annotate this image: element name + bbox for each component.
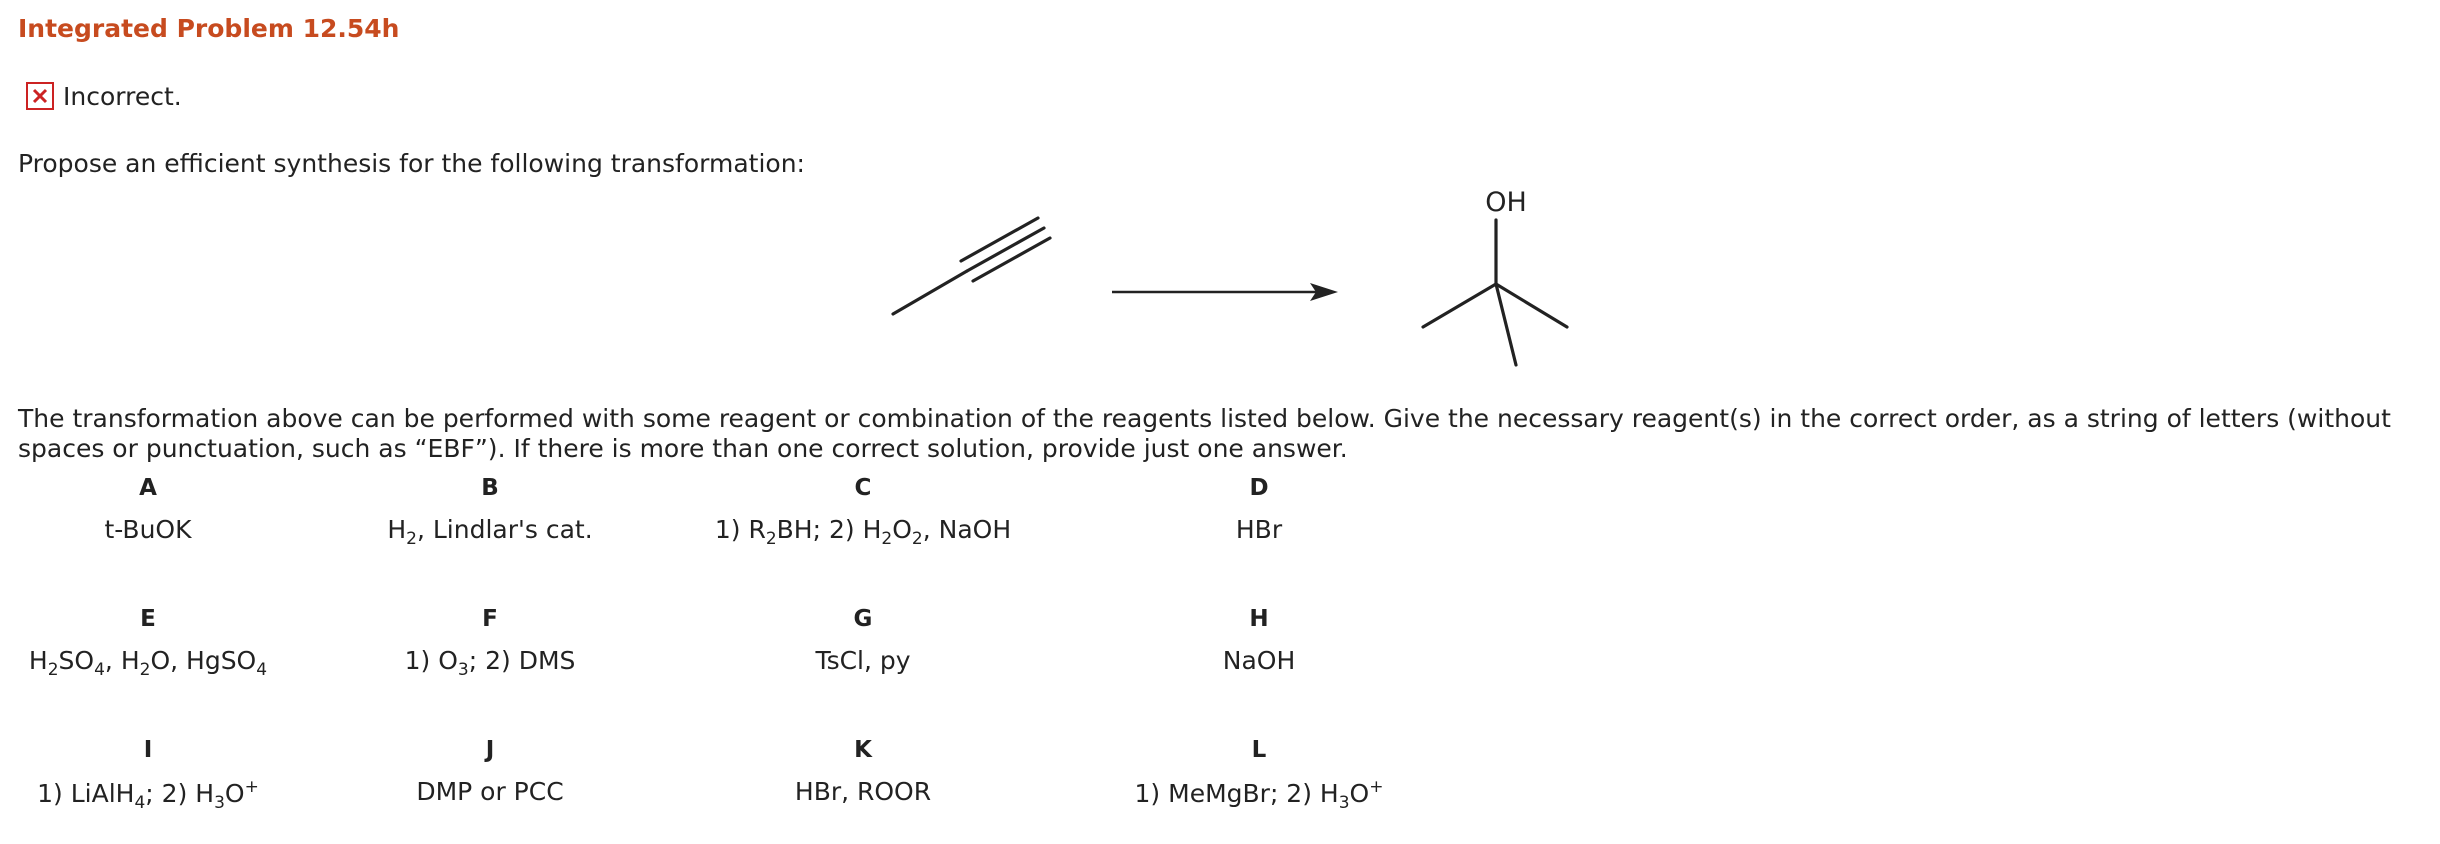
status-indicator: Incorrect. bbox=[26, 79, 182, 113]
reagent-c: C 1) R2BH; 2) H2O2, NaOH bbox=[703, 473, 1023, 549]
reagent-text: 1) R2BH; 2) H2O2, NaOH bbox=[714, 515, 1012, 549]
reagent-b: B H2, Lindlar's cat. bbox=[330, 473, 650, 549]
problem-title: Integrated Problem 12.54h bbox=[18, 14, 400, 43]
reagent-j: J DMP or PCC bbox=[330, 735, 650, 806]
reagent-i: I 1) LiAlH4; 2) H3O+ bbox=[0, 735, 308, 813]
propyne-structure bbox=[891, 216, 1052, 316]
reagent-letter: B bbox=[481, 475, 499, 501]
reagent-letter: E bbox=[140, 606, 156, 632]
reagent-letter: K bbox=[854, 737, 872, 763]
reagent-text: 1) LiAlH4; 2) H3O+ bbox=[37, 777, 259, 813]
reagent-l: L 1) MeMgBr; 2) H3O+ bbox=[1099, 735, 1419, 813]
reaction-arrow bbox=[1112, 283, 1338, 301]
x-mark-icon bbox=[26, 82, 54, 110]
hydroxyl-label: OH bbox=[1485, 187, 1527, 218]
reagent-letter: F bbox=[482, 606, 498, 632]
problem-prompt: Propose an efficient synthesis for the f… bbox=[18, 149, 805, 178]
reagent-text: H2, Lindlar's cat. bbox=[387, 515, 593, 549]
reagent-text: 1) O3; 2) DMS bbox=[404, 646, 576, 680]
reagent-letter: C bbox=[854, 475, 872, 501]
reagent-k: K HBr, ROOR bbox=[703, 735, 1023, 806]
reagent-letter: A bbox=[139, 475, 157, 501]
instructions-text: The transformation above can be performe… bbox=[18, 404, 2391, 463]
reagent-d: D HBr bbox=[1099, 473, 1419, 544]
reagent-letter: J bbox=[485, 737, 495, 763]
reagent-letter: D bbox=[1249, 475, 1269, 501]
tert-butanol-structure bbox=[1421, 218, 1569, 367]
reagent-text: HBr, ROOR bbox=[794, 777, 932, 806]
reagent-text: NaOH bbox=[1222, 646, 1296, 675]
reagent-text: TsCl, py bbox=[815, 646, 911, 675]
reagent-text: DMP or PCC bbox=[416, 777, 564, 806]
reagent-e: E H2SO4, H2O, HgSO4 bbox=[0, 604, 308, 680]
reagent-letter: G bbox=[853, 606, 873, 632]
reagent-g: G TsCl, py bbox=[703, 604, 1023, 675]
reagent-text: HBr bbox=[1235, 515, 1283, 544]
reagent-h: H NaOH bbox=[1099, 604, 1419, 675]
reagent-a: A t-BuOK bbox=[0, 473, 308, 544]
reagent-f: F 1) O3; 2) DMS bbox=[330, 604, 650, 680]
reagent-text: H2SO4, H2O, HgSO4 bbox=[28, 646, 268, 680]
reagent-letter: I bbox=[143, 737, 153, 763]
reagent-letter: L bbox=[1251, 737, 1267, 763]
reagent-text: 1) MeMgBr; 2) H3O+ bbox=[1134, 777, 1384, 813]
reagent-text: t-BuOK bbox=[104, 515, 192, 544]
reagent-letter: H bbox=[1249, 606, 1269, 632]
status-text: Incorrect. bbox=[63, 81, 182, 111]
reaction-scheme: OH bbox=[891, 187, 1569, 367]
